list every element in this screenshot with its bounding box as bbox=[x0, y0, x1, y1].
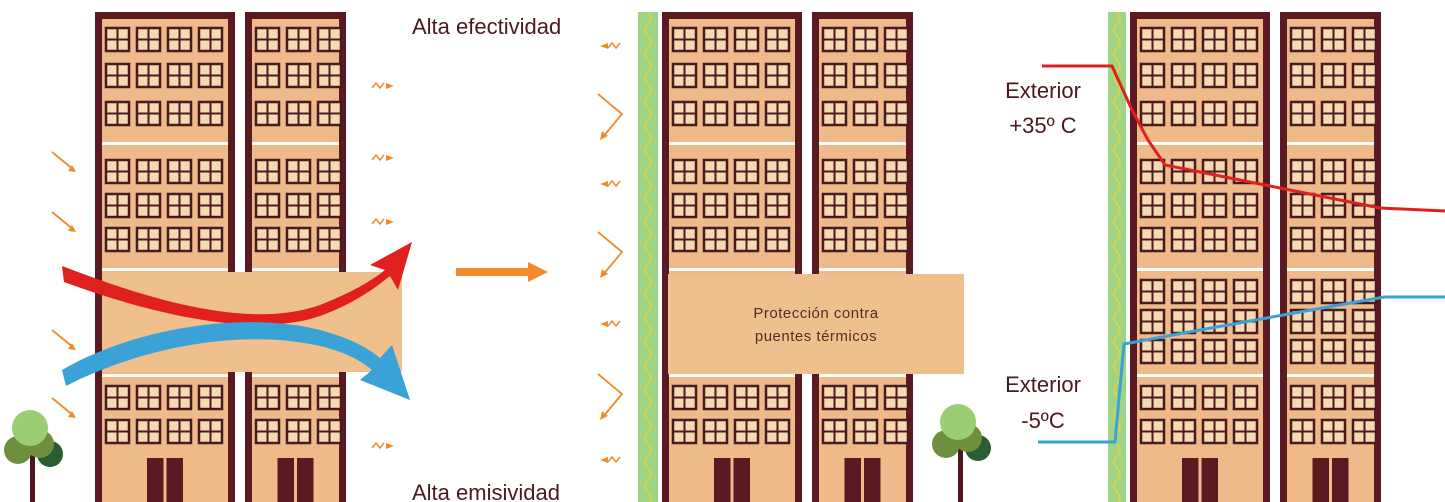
building-insulated bbox=[662, 12, 913, 502]
tree-icon bbox=[932, 404, 991, 502]
sun-ray-icon bbox=[51, 329, 75, 349]
emitted-ray-icon bbox=[371, 153, 385, 162]
building-before bbox=[95, 12, 402, 502]
tree-icon bbox=[4, 410, 63, 502]
bridge-protection-label-line1: Protección contra bbox=[753, 305, 878, 322]
emitted-ray-icon bbox=[600, 43, 608, 49]
transition-arrow-icon bbox=[456, 262, 548, 282]
sun-ray-icon bbox=[51, 151, 75, 171]
exterior-hot-label-line1: Exterior bbox=[1005, 78, 1081, 103]
high-emissivity-label: Alta emisividad bbox=[412, 480, 560, 502]
radiation-layer bbox=[4, 41, 991, 502]
exterior-hot-label-line2: +35º C bbox=[1009, 113, 1076, 138]
cold-flow-arrow-icon bbox=[62, 322, 410, 400]
insulation-layer bbox=[638, 11, 658, 502]
high-effectiveness-label: Alta efectividad bbox=[412, 14, 561, 39]
bridge-protection-box bbox=[668, 274, 964, 374]
reflected-ray-icon bbox=[597, 231, 624, 277]
reflected-ray-icon bbox=[597, 373, 624, 419]
emitted-ray-icon bbox=[371, 217, 385, 226]
building-temperature bbox=[1130, 12, 1381, 502]
emitted-ray-icon bbox=[600, 457, 608, 463]
reflected-ray-icon bbox=[597, 93, 624, 139]
emitted-ray-icon bbox=[600, 181, 608, 187]
exterior-cold-label-line1: Exterior bbox=[1005, 372, 1081, 397]
hot-temperature-line bbox=[1042, 64, 1445, 213]
sun-ray-icon bbox=[51, 211, 75, 231]
emitted-ray-icon bbox=[600, 321, 608, 327]
heat-flow-arrow-icon bbox=[62, 242, 412, 325]
emitted-ray-icon bbox=[371, 81, 385, 90]
cold-temperature-line bbox=[1038, 295, 1445, 444]
bridge-protection-label-line2: puentes térmicos bbox=[755, 328, 877, 345]
sun-ray-icon bbox=[51, 397, 75, 417]
exterior-cold-label-line2: -5ºC bbox=[1021, 408, 1065, 433]
emitted-ray-icon bbox=[371, 441, 385, 450]
